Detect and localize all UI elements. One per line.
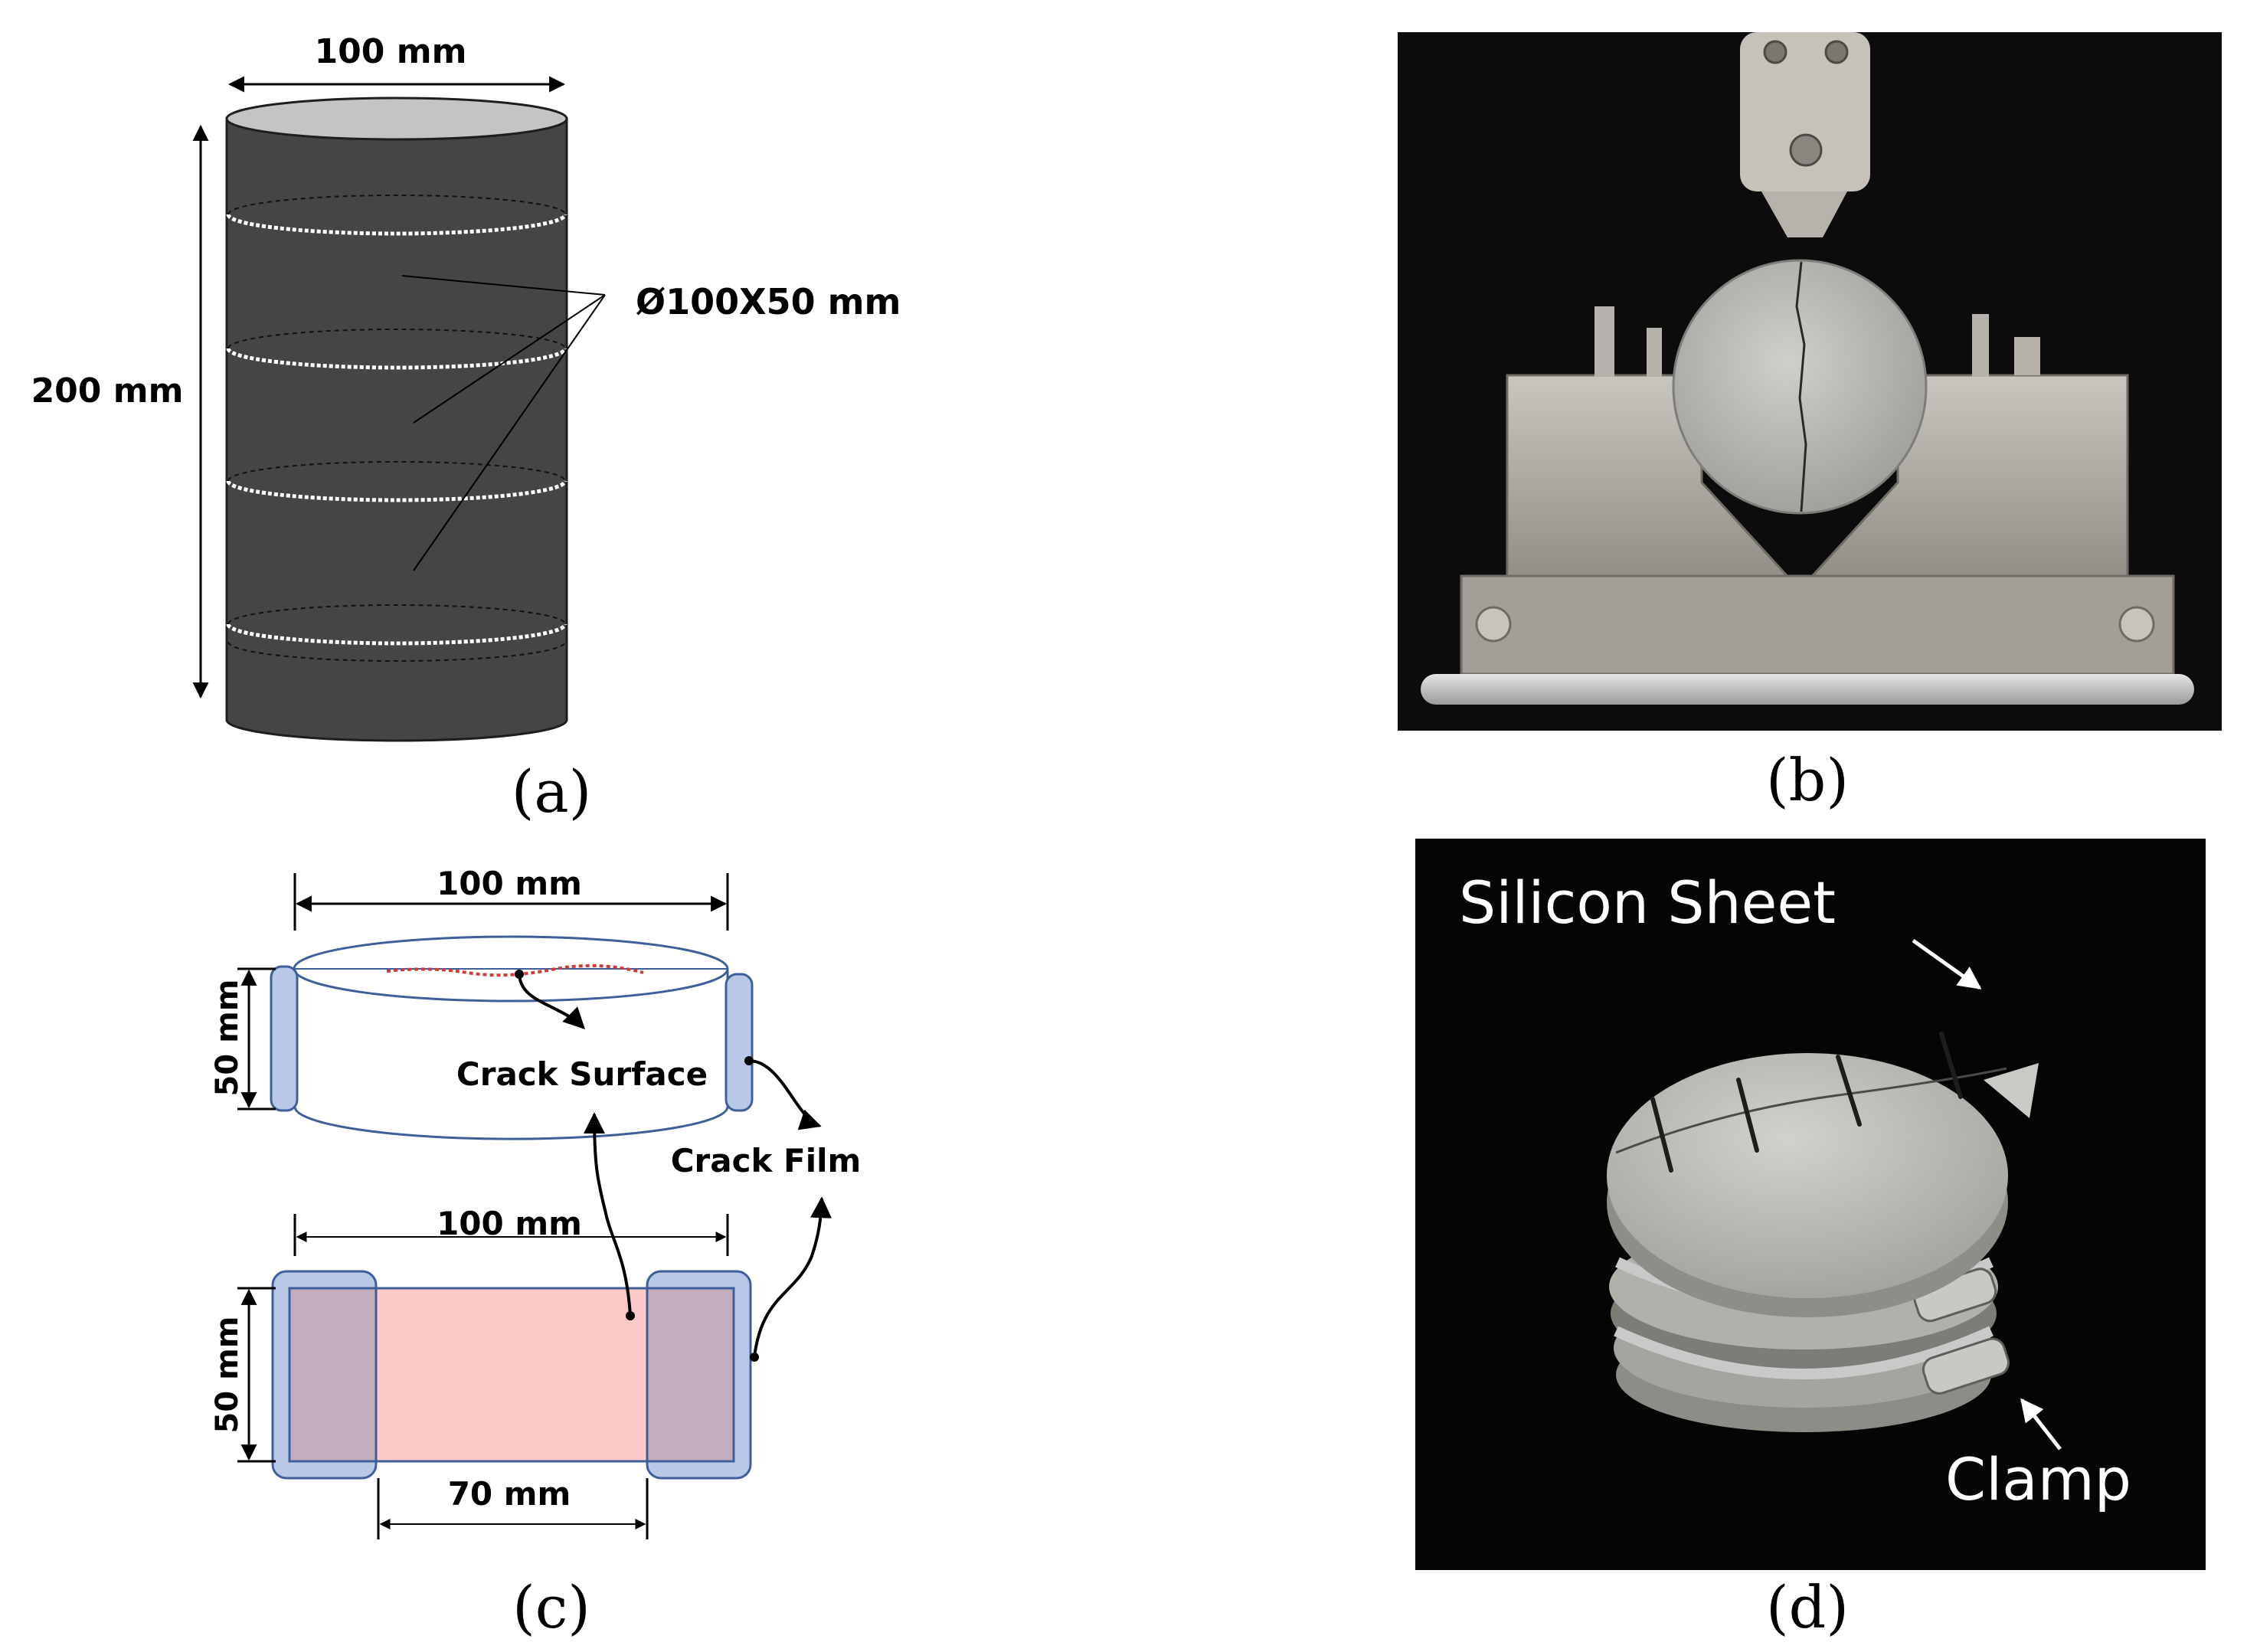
caption-d: (d) <box>1766 1573 1849 1641</box>
crack-surface-label: Crack Surface <box>456 1055 708 1093</box>
caption-c: (c) <box>512 1573 590 1641</box>
panel-b: (b) <box>1398 32 2222 814</box>
panel-a: 100 mm 200 mm Ø100X50 mm (a) <box>31 32 901 826</box>
top-height-label: 50 mm <box>210 980 245 1097</box>
cylinder-top <box>225 97 568 141</box>
fixture-rod <box>1421 674 2194 705</box>
clamp-label: Clamp <box>1945 1445 2131 1513</box>
loading-head <box>1740 32 1870 191</box>
caption-b: (b) <box>1766 746 1849 814</box>
crack-line-d <box>1615 1067 2007 1154</box>
caption-a: (a) <box>512 757 592 826</box>
overlap-right <box>646 1287 735 1463</box>
silicon-sheet <box>1984 1063 2039 1118</box>
crack-line <box>1795 261 1807 512</box>
panel-c: 100 mm 50 mm Crack Surface Crack Film 10… <box>210 865 861 1641</box>
overlap-left <box>288 1287 378 1463</box>
upper-disc <box>293 969 729 1140</box>
cylinder-body <box>225 117 568 742</box>
slice-label: Ø100X50 mm <box>636 281 901 322</box>
height-label: 200 mm <box>31 371 184 411</box>
cut-rings <box>226 195 567 662</box>
bottom-height-label: 50 mm <box>210 1317 245 1434</box>
top-disc-surface <box>1607 1053 2008 1298</box>
crack-film-left-top <box>270 965 299 1112</box>
top-width-label: 100 mm <box>437 865 582 902</box>
crack-surface-line <box>386 963 644 977</box>
leader-lines <box>401 275 606 571</box>
crack-film-label: Crack Film <box>671 1142 862 1179</box>
gauge-marks <box>1650 1032 1963 1173</box>
width-label: 100 mm <box>315 32 467 71</box>
panel-d: Silicon Sheet Clamp (d) <box>1415 839 2206 1641</box>
bottom-width-label: 100 mm <box>437 1205 582 1242</box>
inner-width-label: 70 mm <box>448 1475 571 1513</box>
silicon-sheet-label: Silicon Sheet <box>1459 869 1836 937</box>
crack-film-right-top <box>724 973 754 1112</box>
